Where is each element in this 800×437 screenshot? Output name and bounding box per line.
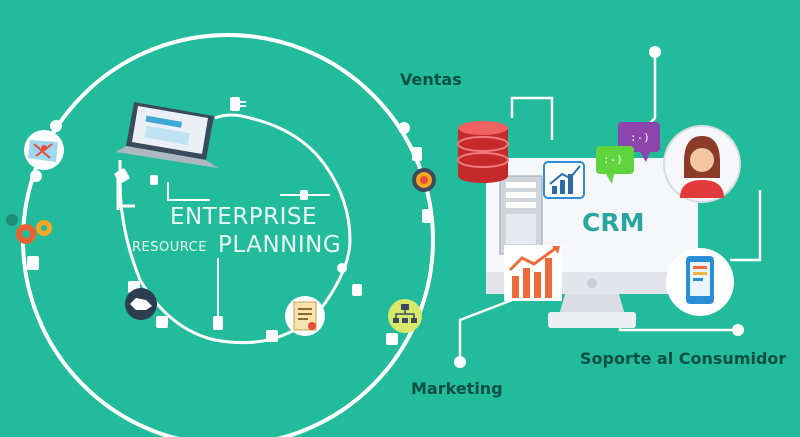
erp-title-resource: RESOURCE [132, 240, 207, 255]
gears-icon [6, 214, 52, 244]
handshake-icon [125, 288, 157, 320]
connector-dots [30, 46, 744, 368]
module-label-support: Soporte al Consumidor [580, 349, 787, 368]
target-icon [412, 168, 436, 192]
server-icon [499, 175, 543, 255]
chat-emoticon: :-) [630, 131, 650, 144]
avatar-icon [663, 125, 741, 203]
database-icon [457, 121, 509, 183]
growth-chart-icon [504, 245, 562, 301]
erp-connector [167, 182, 210, 201]
chat-emoticon: :-) [603, 153, 623, 166]
erp-inner-loop [118, 113, 352, 345]
org-chart-icon [388, 299, 422, 333]
crm-title: CRM [582, 208, 645, 237]
module-label-marketing: Marketing [411, 379, 503, 398]
plug-connectors [27, 97, 432, 345]
module-label-sales: Ventas [400, 70, 462, 89]
erp-title-planning: PLANNING [218, 232, 342, 258]
chat-bubble-icon [596, 122, 660, 184]
document-icon [285, 296, 325, 336]
growth-chart-icon [543, 161, 585, 199]
erp-title-enterprise: ENTERPRISE [170, 204, 318, 230]
smartphone-icon [666, 248, 734, 316]
map-icon [24, 130, 64, 170]
laptop-icon [116, 102, 218, 168]
